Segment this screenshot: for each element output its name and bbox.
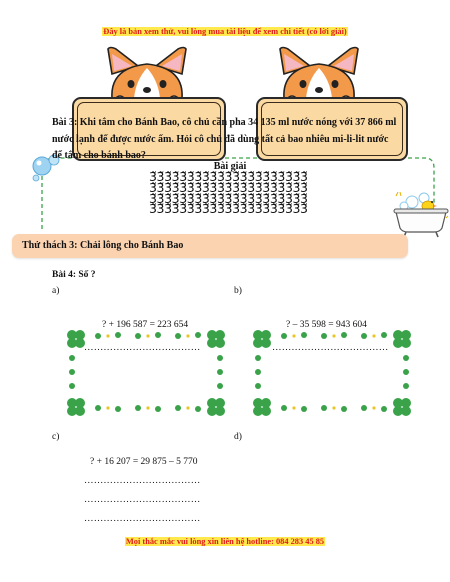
sign-board-right [256,97,408,161]
answer-line-b[interactable]: ……………………………… [272,343,389,353]
clover-frame-a [67,330,225,416]
challenge-bar: Thử thách 3: Chải lông cho Bánh Bao [12,234,408,258]
preview-banner: Đây là bản xem thử, vui lòng mua tài liệ… [0,27,450,36]
hotline-text: Mọi thắc mắc vui lòng xin liên hệ hotlin… [124,537,326,546]
problem-3-line-3: để tắm cho bánh bao? [52,150,146,161]
label-b: b) [234,286,242,296]
equation-b: ? – 35 598 = 943 604 [286,320,367,330]
bubbles-icon [32,154,60,182]
corgi-right-icon [279,46,359,101]
challenge-title: Thử thách 3: Chải lông cho Bánh Bao [22,240,184,251]
solution-line-4: 3̃3̃3̃3̃3̃3̃3̃3̃3̃3̃3̃3̃3̃3̃3̃3̃3̃3̃3̃3̃… [149,201,308,217]
bathtub-icon [393,191,449,238]
equation-c: ? + 16 207 = 29 875 – 5 770 [90,457,198,467]
solution-line-2: 3̃3̃3̃3̃3̃3̃3̃3̃3̃3̃3̃3̃3̃3̃3̃3̃3̃3̃3̃3̃… [149,179,308,195]
solution-line-1: 3̃3̃3̃3̃3̃3̃3̃3̃3̃3̃3̃3̃3̃3̃3̃3̃3̃3̃3̃3̃… [149,169,308,184]
corgi-left-icon [107,46,187,101]
answer-line-a[interactable]: ……………………………… [84,343,201,353]
sign-board-left [72,97,226,161]
answer-line-c-2[interactable]: ……………………………… [84,495,201,505]
label-a: a) [52,286,60,296]
problem-3-line-1: Bài 3: Khi tắm cho Bánh Bao, cô chủ cần … [52,117,397,128]
answer-line-c-1[interactable]: ……………………………… [84,476,201,486]
answer-line-c-3[interactable]: ……………………………… [84,514,201,524]
preview-banner-text: Đây là bản xem thử, vui lòng mua tài liệ… [102,27,348,36]
hotline-footer: Mọi thắc mắc vui lòng xin liên hệ hotlin… [0,537,450,546]
label-d: d) [234,432,242,442]
solution-line-3: 3̃3̃3̃3̃3̃3̃3̃3̃3̃3̃3̃3̃3̃3̃3̃3̃3̃3̃3̃3̃… [149,190,308,206]
solution-lines: 3̃3̃3̃3̃3̃3̃3̃3̃3̃3̃3̃3̃3̃3̃3̃3̃3̃3̃3̃3̃… [149,169,308,217]
solution-title: Bài giải [213,161,247,172]
problem-4-title: Bài 4: Số ? [52,270,96,280]
clover-frame-b [253,330,411,416]
problem-3: Bài 3: Khi tắm cho Bánh Bao, cô chủ cần … [52,115,422,165]
equation-a: ? + 196 587 = 223 654 [102,320,189,330]
problem-3-line-2: nước lạnh để được nước ấm. Hỏi cô chủ đã… [52,133,389,145]
label-c: c) [52,432,60,442]
